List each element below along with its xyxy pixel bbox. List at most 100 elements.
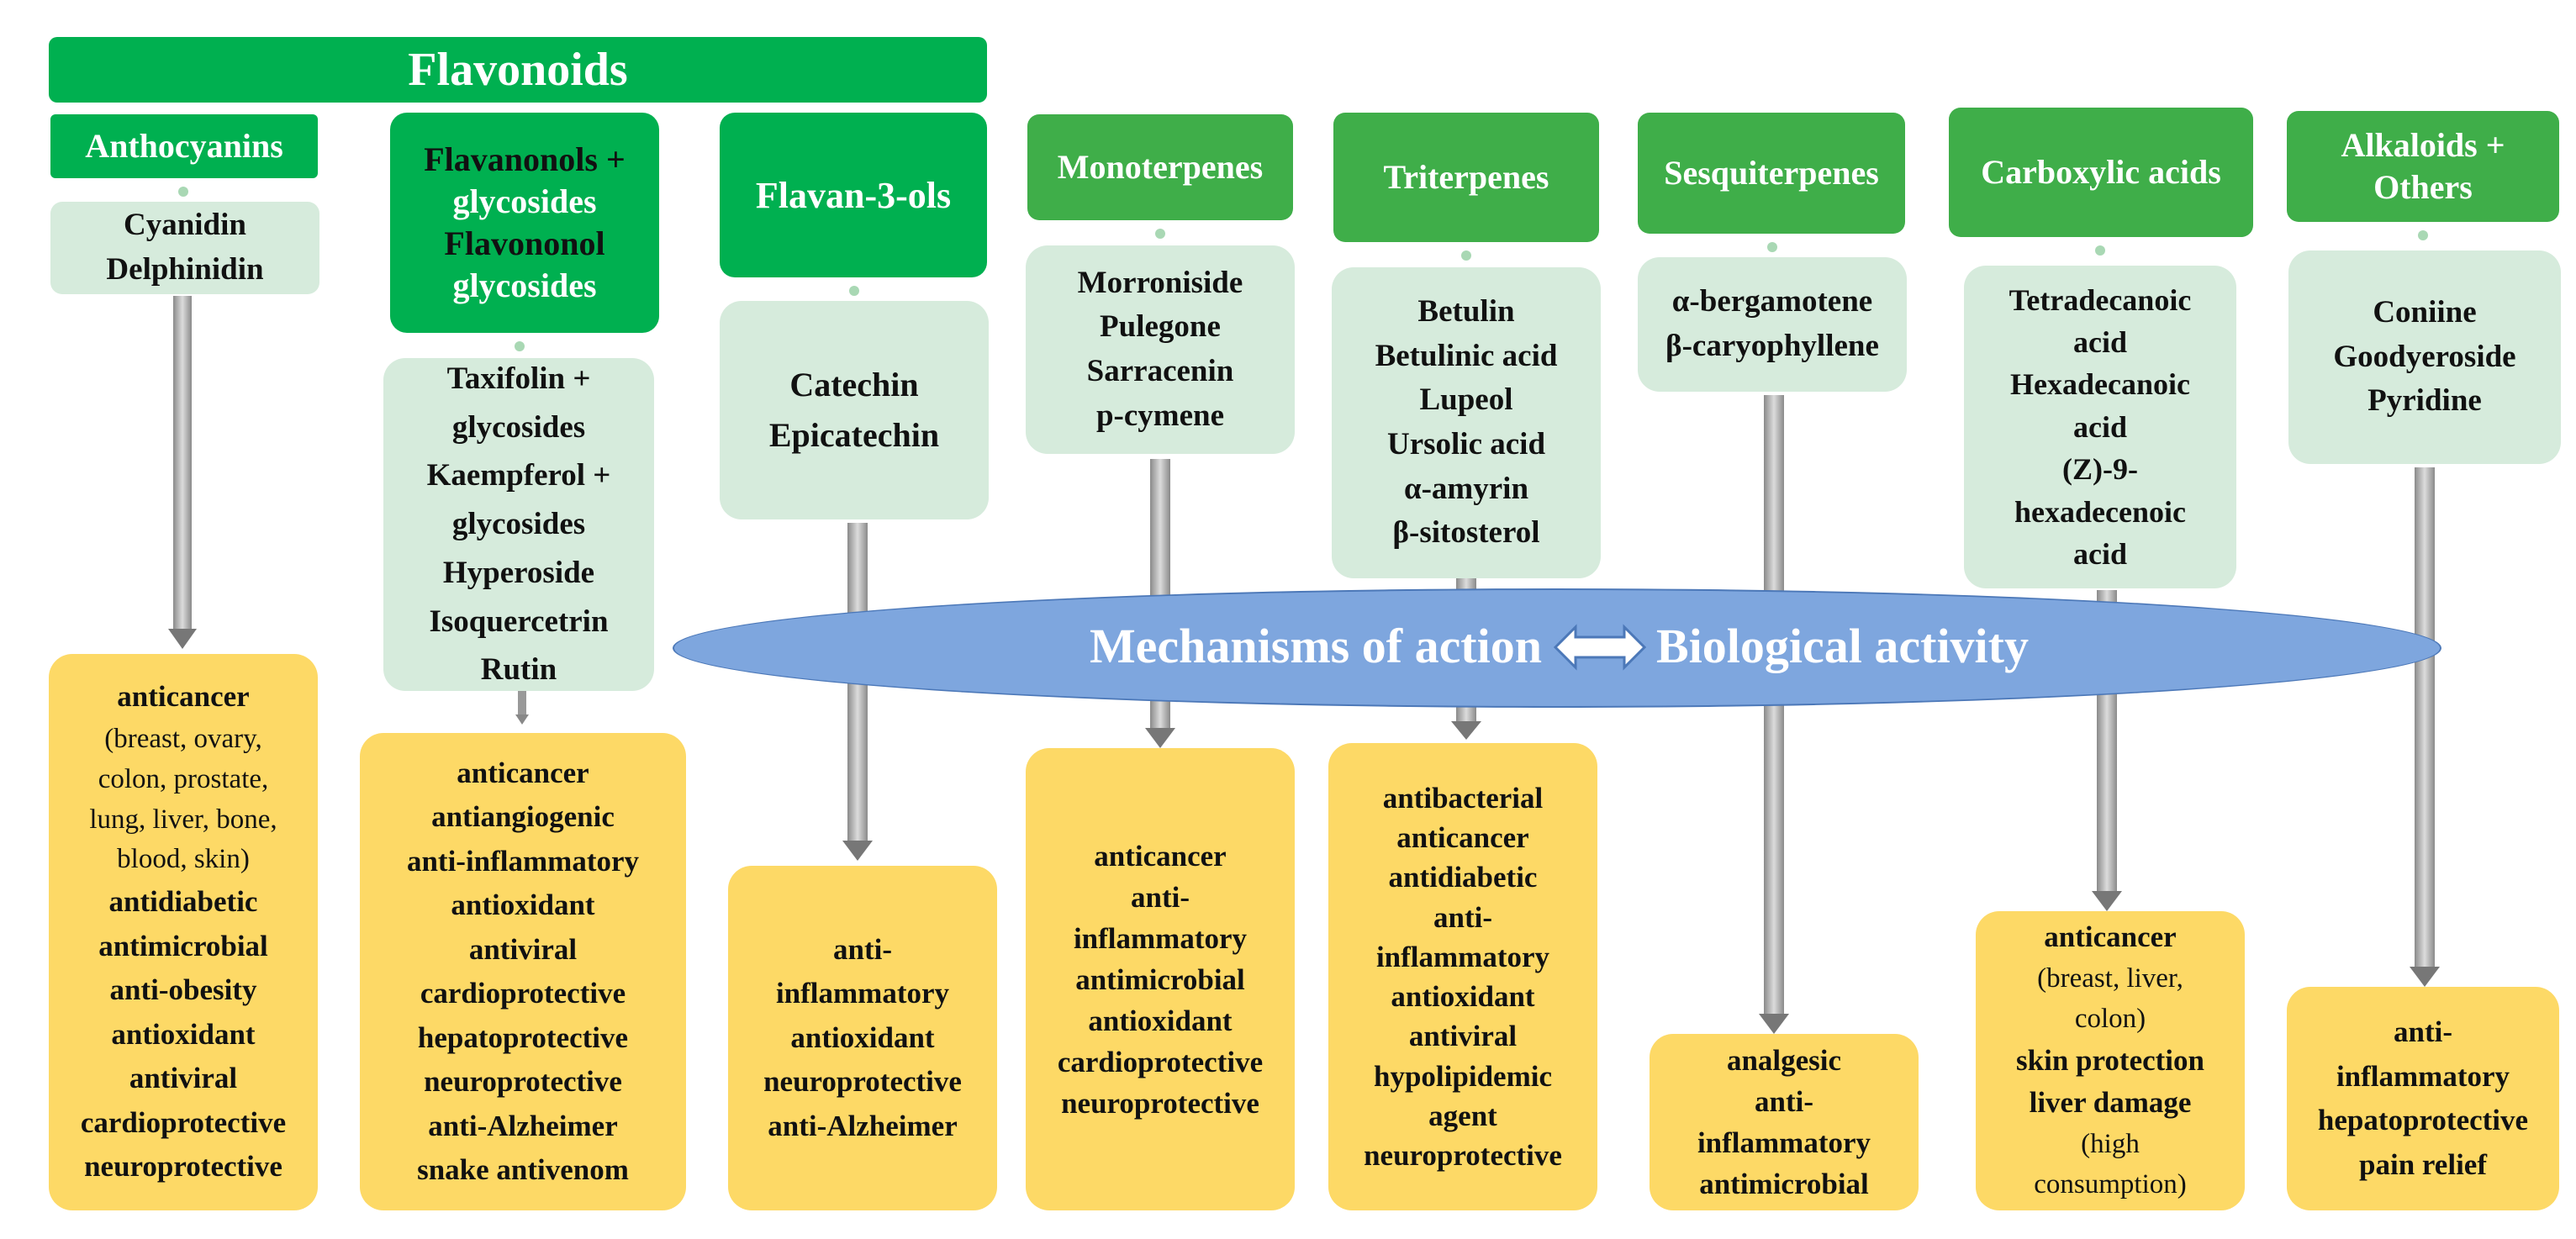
header-line: Others bbox=[2373, 168, 2473, 206]
mechanisms-of-action-label: Mechanisms of action bbox=[1089, 619, 1542, 673]
activity-name: cardioprotective bbox=[80, 1105, 287, 1139]
activity-detail: (breast, ovary, bbox=[104, 723, 262, 754]
compounds-triterpenes: Betulin Betulinic acid Lupeol Ursolic ac… bbox=[1332, 267, 1601, 578]
compound-name: Ursolic acid bbox=[1386, 427, 1546, 461]
compound-name: Tetradecanoic bbox=[2009, 282, 2192, 317]
compound-name: α-bergamotene bbox=[1671, 284, 1873, 319]
activity-detail: blood, skin) bbox=[117, 844, 250, 875]
activity-name: anti-Alzheimer bbox=[768, 1109, 958, 1142]
header-line: Monoterpenes bbox=[1057, 148, 1264, 186]
activity-name: antioxidant bbox=[1391, 980, 1535, 1013]
activity-name: antiviral bbox=[468, 932, 578, 966]
activity-name: neuroprotective bbox=[1061, 1086, 1259, 1120]
header-alkaloids: Alkaloids + Others bbox=[2287, 111, 2559, 222]
compound-name: Taxifolin + bbox=[446, 361, 591, 396]
activity-name: skin protection bbox=[2016, 1043, 2204, 1077]
activity-detail: lung, liver, bone, bbox=[89, 804, 277, 835]
compound-name: Pyridine bbox=[2367, 383, 2482, 419]
compound-name: β-caryophyllene bbox=[1665, 329, 1879, 363]
arrow-sesquiterpenes bbox=[1759, 395, 1789, 1034]
activity-name: anti-Alzheimer bbox=[428, 1109, 618, 1142]
compounds-anthocyanins: Cyanidin Delphinidin bbox=[50, 202, 319, 294]
compound-name: Kaempferol + bbox=[426, 458, 611, 493]
activity-detail: colon) bbox=[2074, 1003, 2146, 1034]
header-line: glycosides bbox=[452, 266, 597, 304]
header-sesquiterpenes: Sesquiterpenes bbox=[1638, 113, 1905, 234]
compounds-alkaloids: Coniine Goodyeroside Pyridine bbox=[2288, 250, 2561, 464]
activity-name: inflammatory bbox=[1697, 1126, 1871, 1159]
compound-name: Betulin bbox=[1417, 294, 1515, 330]
activities-anthocyanins: anticancer(breast, ovary,colon, prostate… bbox=[49, 654, 318, 1210]
activity-name: antidiabetic bbox=[1388, 861, 1538, 894]
compounds-carboxylic-acids: Tetradecanoic acid Hexadecanoic acid (Z)… bbox=[1964, 266, 2236, 588]
compounds-monoterpenes: Morroniside Pulegone Sarracenin p-cymene bbox=[1026, 245, 1295, 454]
activity-name: antioxidant bbox=[111, 1017, 256, 1051]
compound-name: Goodyeroside bbox=[2333, 339, 2516, 374]
header-carboxylic-acids: Carboxylic acids bbox=[1949, 108, 2253, 237]
compound-name: β-sitosterol bbox=[1392, 515, 1540, 551]
arrow-alkaloids bbox=[2410, 467, 2440, 987]
activity-name: cardioprotective bbox=[1057, 1045, 1264, 1078]
connector-dot bbox=[1461, 250, 1471, 261]
header-anthocyanins: Anthocyanins bbox=[50, 114, 318, 178]
activity-name: anti- bbox=[833, 932, 892, 966]
activity-name: snake antivenom bbox=[417, 1153, 629, 1186]
compounds-flavanonols: Taxifolin + glycosides Kaempferol + glyc… bbox=[383, 358, 654, 691]
activity-name: inflammatory bbox=[1375, 940, 1550, 973]
compound-name: α-amyrin bbox=[1403, 471, 1529, 506]
activity-name: antiangiogenic bbox=[431, 800, 615, 833]
header-monoterpenes: Monoterpenes bbox=[1027, 114, 1293, 220]
compound-name: Hexadecanoic bbox=[2010, 367, 2190, 402]
activity-detail: colon, prostate, bbox=[98, 763, 269, 794]
compound-name: Hyperoside bbox=[442, 555, 595, 590]
header-line: Flavanonols + bbox=[424, 140, 626, 178]
compounds-sesquiterpenes: α-bergamotene β-caryophyllene bbox=[1638, 257, 1907, 392]
header-line: Carboxylic acids bbox=[1981, 153, 2221, 191]
activity-name: anti- bbox=[1755, 1085, 1813, 1118]
activity-name: anticancer bbox=[1396, 821, 1529, 854]
activity-name: antimicrobial bbox=[1075, 962, 1245, 996]
activity-name: inflammatory bbox=[775, 977, 950, 1010]
compound-name: Betulinic acid bbox=[1375, 338, 1558, 373]
compound-name: p-cymene bbox=[1095, 398, 1225, 433]
activity-name: anticancer bbox=[457, 756, 589, 789]
activity-name: antimicrobial bbox=[1699, 1168, 1869, 1200]
compound-name: (Z)-9- bbox=[2062, 452, 2138, 487]
connector-dot bbox=[1767, 242, 1777, 252]
compound-name: Lupeol bbox=[1419, 382, 1513, 418]
connector-dot bbox=[2418, 230, 2428, 240]
activity-name: pain relief bbox=[2359, 1147, 2487, 1181]
compounds-flavan3ols: Catechin Epicatechin bbox=[720, 301, 989, 519]
activity-name: anti- bbox=[2394, 1015, 2452, 1048]
activity-detail: consumption) bbox=[2034, 1168, 2187, 1199]
compound-name: Morroniside bbox=[1077, 265, 1243, 300]
activity-name: neuroprotective bbox=[763, 1065, 962, 1099]
activity-name: neuroprotective bbox=[424, 1065, 622, 1098]
activity-name: hypolipidemic bbox=[1374, 1059, 1552, 1093]
activity-name: hepatoprotective bbox=[2317, 1104, 2529, 1136]
activity-name: inflammatory bbox=[1073, 921, 1248, 955]
header-line: glycosides bbox=[452, 182, 597, 220]
activity-name: anti- bbox=[1131, 880, 1190, 914]
activity-name: antiviral bbox=[1408, 1020, 1518, 1053]
header-line: Flavan-3-ols bbox=[755, 174, 952, 216]
activity-name: antioxidant bbox=[451, 888, 595, 921]
activity-name: antioxidant bbox=[1088, 1004, 1233, 1037]
header-flavan3ols: Flavan-3-ols bbox=[720, 113, 987, 277]
activity-name: antibacterial bbox=[1382, 781, 1544, 815]
compound-name: acid bbox=[2072, 325, 2127, 360]
compound-name: Catechin bbox=[789, 366, 919, 403]
activity-name: neuroprotective bbox=[1364, 1139, 1562, 1172]
activity-name: anti-obesity bbox=[109, 973, 257, 1007]
compound-name: Cyanidin bbox=[123, 208, 246, 243]
header-line: Flavononol bbox=[444, 224, 605, 262]
compound-name: Sarracenin bbox=[1086, 354, 1234, 388]
header-line: Triterpenes bbox=[1383, 158, 1549, 196]
connector-dot bbox=[2095, 245, 2105, 256]
flavonoids-title: Flavonoids bbox=[49, 37, 987, 103]
